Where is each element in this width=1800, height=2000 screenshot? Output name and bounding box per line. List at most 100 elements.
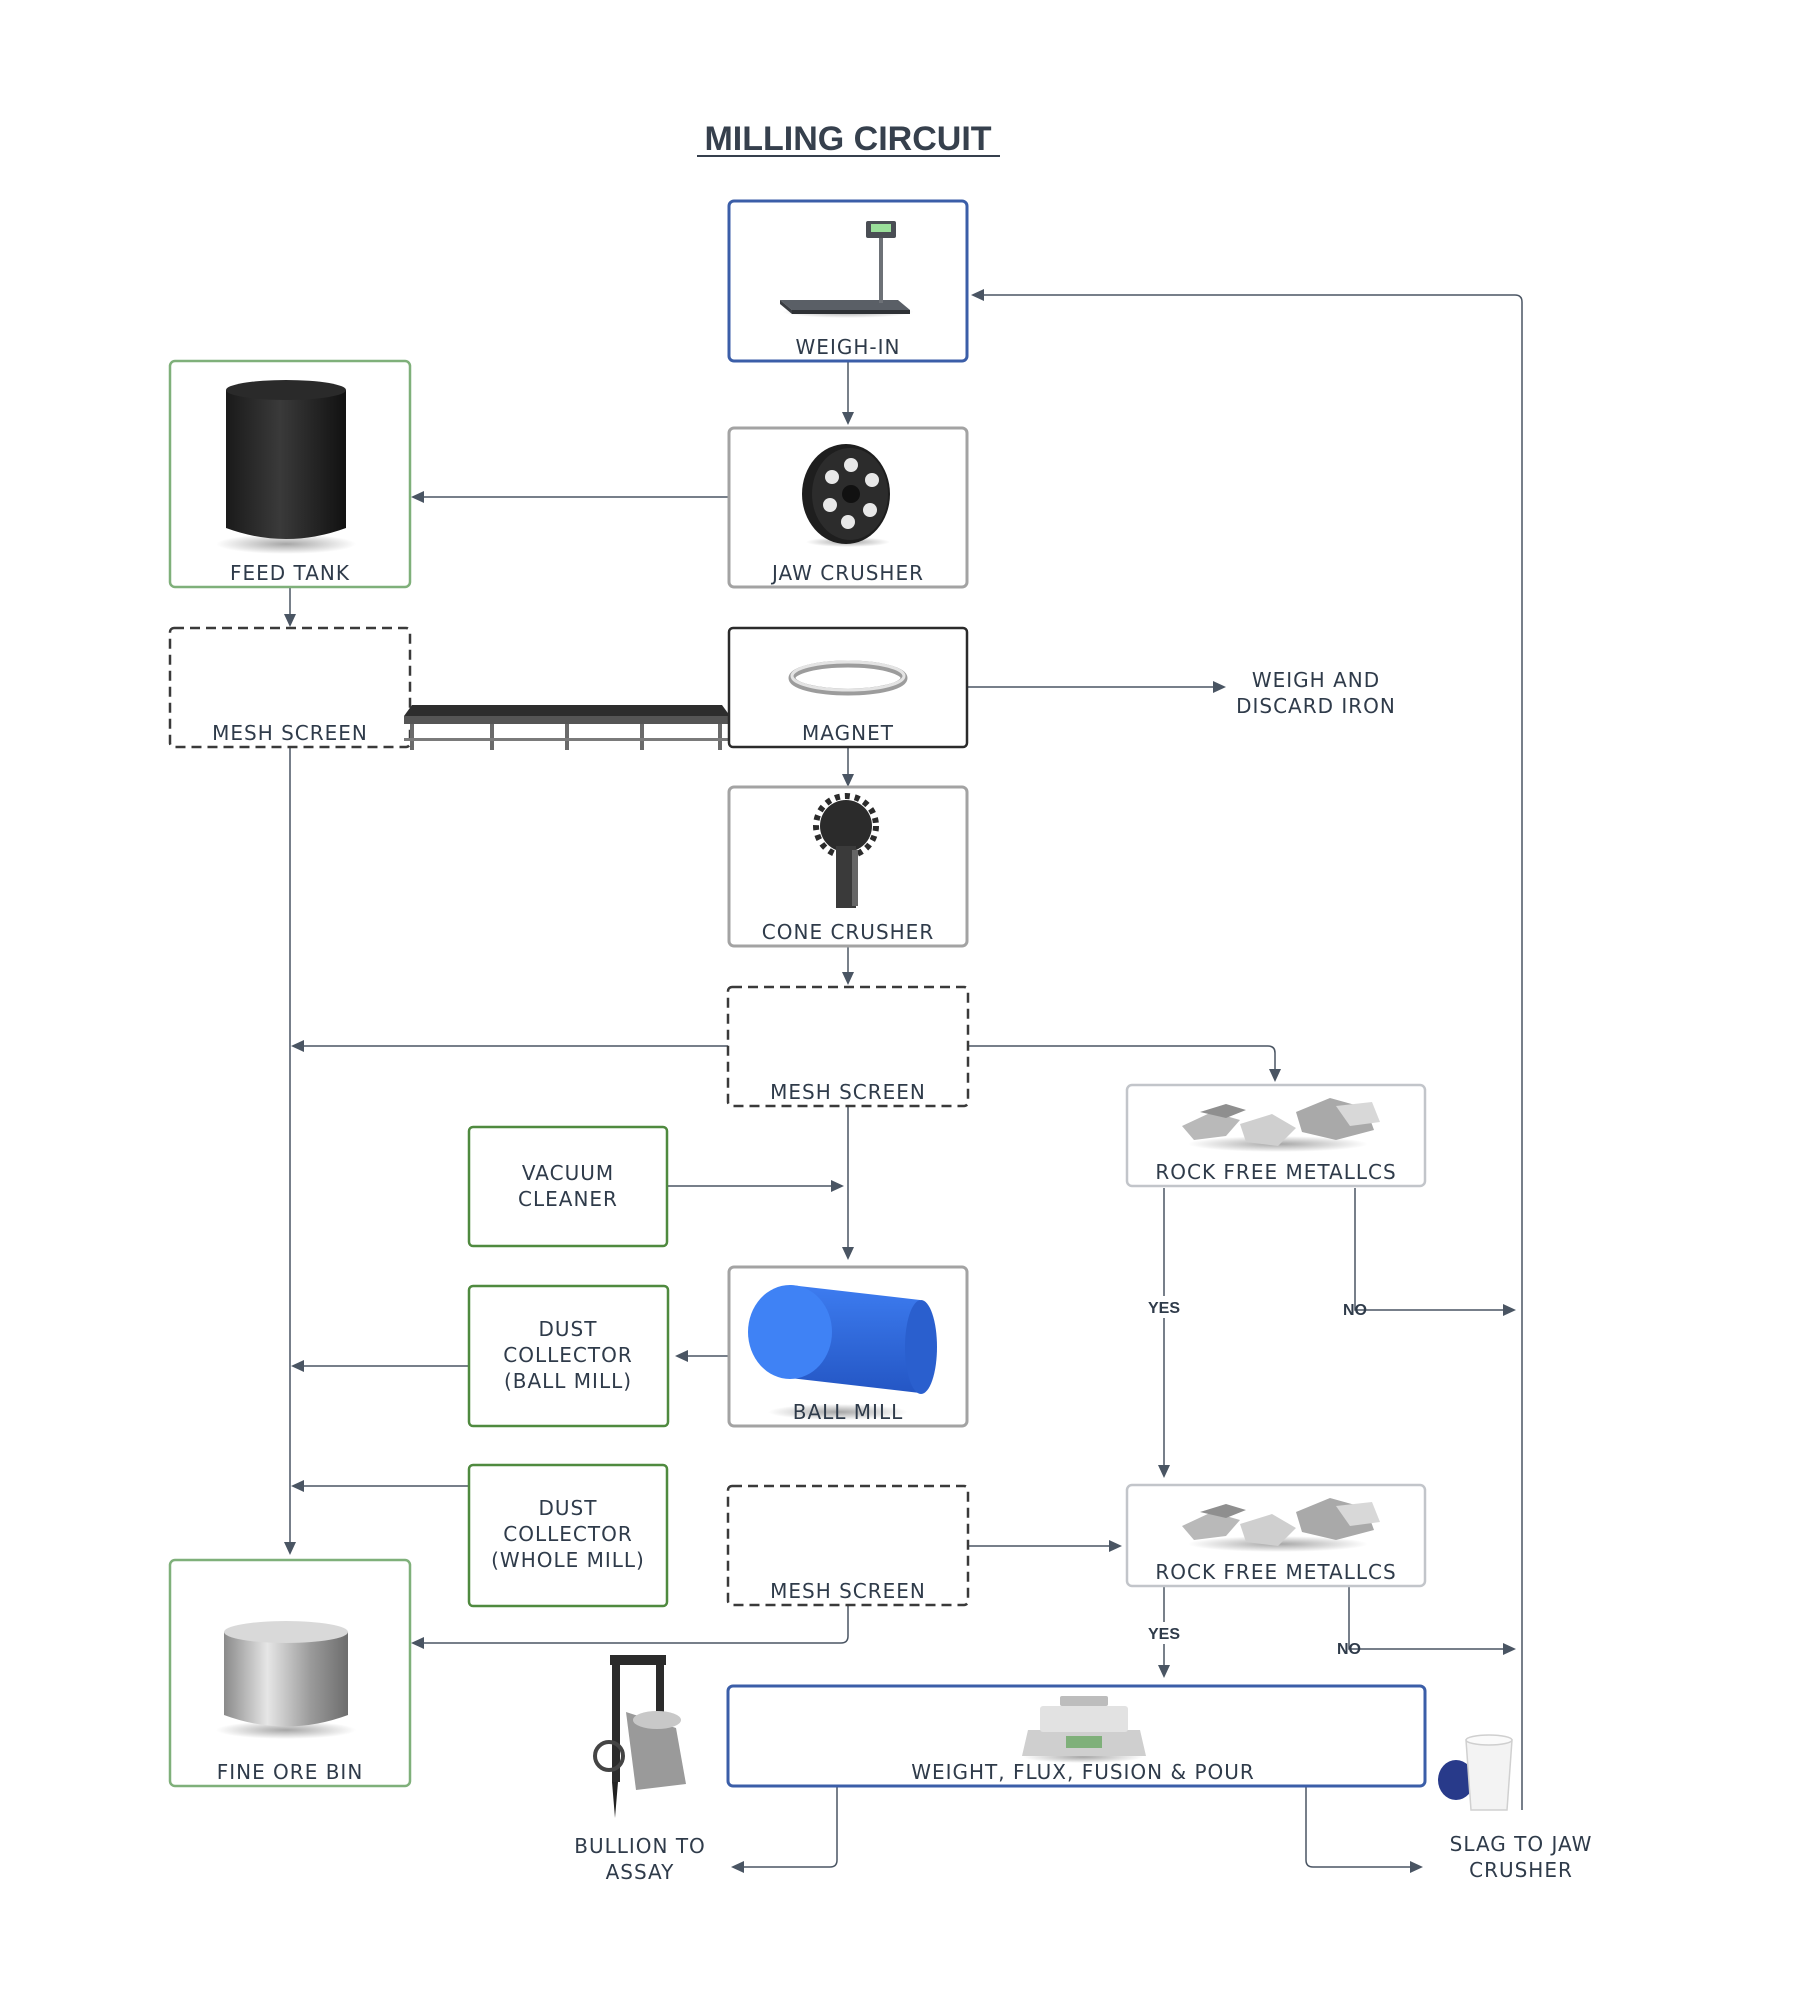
arrowhead [971,289,984,301]
node-dust-collector-whole-mill[interactable]: DUST COLLECTOR (WHOLE MILL) [467,1463,669,1608]
node-label: FINE ORE BIN [217,1760,364,1784]
bullion-label-2: ASSAY [606,1860,675,1884]
node-rock-free-metallics-1[interactable]: ROCK FREE METALLCS [1125,1083,1427,1188]
node-label: MAGNET [802,721,894,745]
dust-collector-box [467,1463,669,1608]
edge-rockfree2-no [1348,1587,1508,1650]
node-label: MESH SCREEN [770,1579,926,1603]
platform-scale-icon [780,221,914,318]
arrowhead [284,1542,296,1555]
edge-mesh3-fineore [420,1606,849,1644]
weigh-discard-label-1: WEIGH AND [1252,668,1380,692]
arrowhead [411,491,424,503]
node-label: COLLECTOR [503,1522,632,1546]
node-label: FEED TANK [230,561,350,585]
edge-rockfree1-no [1354,1188,1508,1311]
arrowhead [291,1480,304,1492]
node-ball-mill[interactable]: BALL MILL [727,1265,969,1428]
weigh-discard-label-2: DISCARD IRON [1236,694,1396,718]
node-label: ROCK FREE METALLCS [1155,1560,1396,1584]
arrowhead [1503,1304,1516,1316]
arrowheads [284,289,1516,1873]
mesh-screen-box [726,985,970,1108]
arrowhead [842,774,854,787]
arrowhead [1410,1861,1423,1873]
node-dust-collector-ball-mill[interactable]: DUST COLLECTOR (BALL MILL) [467,1284,670,1428]
node-mesh-screen-3[interactable]: MESH SCREEN [726,1484,970,1607]
edge-label-no: NO [1337,1641,1361,1658]
arrowhead [1158,1665,1170,1678]
node-mesh-screen-1[interactable]: MESH SCREEN [168,626,412,749]
dust-collector-box [467,1284,670,1428]
node-rock-free-metallics-2[interactable]: ROCK FREE METALLCS [1125,1483,1427,1588]
edge-pour-bullion [740,1787,838,1868]
conveyor-belt-icon [404,705,730,750]
node-fine-ore-bin[interactable]: FINE ORE BIN [168,1558,412,1788]
steel-bin-icon [216,1621,356,1739]
mesh-screen-box [726,1484,970,1607]
weigh-in-box [727,199,969,363]
arrowhead [284,614,296,627]
arrowhead [731,1861,744,1873]
node-weigh-in[interactable]: WEIGH-IN [727,199,969,363]
arrowhead [1158,1465,1170,1478]
crucible-ladle-icon [593,1655,686,1818]
node-label: BALL MILL [793,1400,903,1424]
arrowhead [291,1360,304,1372]
edge-pour-slag [1305,1787,1414,1868]
edge-slag-return [980,294,1523,1810]
node-vacuum-cleaner[interactable]: VACUUM CLEANER [467,1125,669,1248]
node-feed-tank[interactable]: FEED TANK [168,359,412,589]
magnet-box [727,626,969,749]
edge-mesh2-rockfree1 [968,1045,1276,1074]
blue-cylinder-icon [748,1285,937,1420]
node-label: CONE CRUSHER [762,920,934,944]
arrowhead [1213,681,1226,693]
node-label: COLLECTOR [503,1343,632,1367]
cone-gear-icon [813,793,879,908]
jaw-wheel-icon [802,444,890,547]
connectors [289,294,1523,1868]
node-jaw-crusher[interactable]: JAW CRUSHER [727,426,969,589]
mesh-screen-box [168,626,412,749]
node-label: JAW CRUSHER [770,561,924,585]
node-label: MESH SCREEN [770,1080,926,1104]
edge-label-no: NO [1343,1302,1367,1319]
steel-ring-icon [788,660,908,696]
vacuum-cleaner-box [467,1125,669,1248]
node-label: WEIGH-IN [796,335,901,359]
node-label: VACUUM [522,1161,614,1185]
arrowhead [411,1637,424,1649]
arrowhead [675,1350,688,1362]
node-label: WEIGHT, FLUX, FUSION & POUR [911,1760,1255,1784]
lab-balance-icon [1022,1696,1146,1763]
edge-label-yes: YES [1148,1626,1180,1643]
node-label: DUST [539,1317,598,1341]
node-cone-crusher[interactable]: CONE CRUSHER [727,785,969,948]
node-label: DUST [539,1496,598,1520]
node-label: (WHOLE MILL) [491,1548,645,1572]
black-drum-icon [216,380,356,554]
node-label: MESH SCREEN [212,721,368,745]
metal-scraps-icon [1182,1498,1380,1552]
bullion-label-1: BULLION TO [574,1834,706,1858]
arrowhead [831,1180,844,1192]
node-label: (BALL MILL) [504,1369,632,1393]
arrowhead [1503,1643,1516,1655]
yes-label-bg [1140,1296,1188,1318]
arrowhead [1109,1540,1122,1552]
diagram-title: MILLING CIRCUIT [704,120,991,158]
arrowhead [291,1040,304,1052]
edge-label-yes: YES [1148,1300,1180,1317]
arrowhead [842,412,854,425]
arrowhead [842,972,854,985]
arrowhead [1269,1069,1281,1082]
slag-label-1: SLAG TO JAW [1450,1832,1593,1856]
arrowhead [842,1247,854,1260]
node-magnet[interactable]: MAGNET [727,626,969,749]
metal-scraps-icon [1182,1098,1380,1152]
node-mesh-screen-2[interactable]: MESH SCREEN [726,985,970,1108]
node-label: CLEANER [518,1187,618,1211]
node-weight-flux-fusion-pour[interactable]: WEIGHT, FLUX, FUSION & POUR [726,1684,1427,1788]
